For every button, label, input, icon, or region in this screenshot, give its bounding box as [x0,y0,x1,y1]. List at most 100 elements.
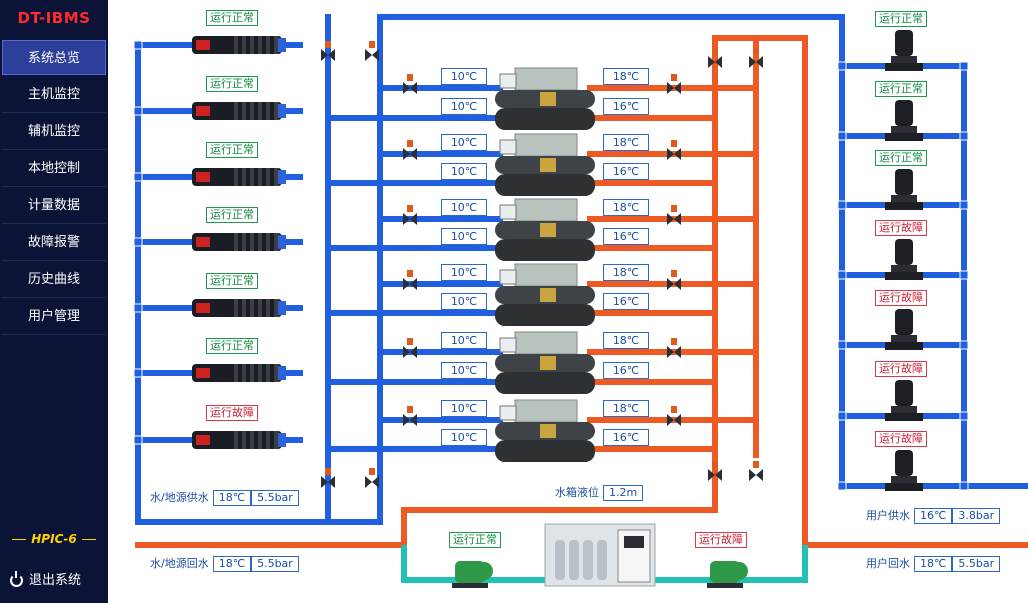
valve[interactable] [749,48,763,68]
chiller-outlet-temp-bottom: 16℃ [603,429,649,446]
valve[interactable] [403,338,417,358]
nav-history-curve[interactable]: 历史曲线 [2,262,106,298]
chiller-inlet-temp-bottom: 10℃ [441,98,487,115]
user-pump[interactable] [885,100,923,141]
chiller-outlet-temp-top: 18℃ [603,264,649,281]
source-return-label: 水/地源回水 [150,557,209,570]
tank-level-readout: 水箱液位 1.2m [555,485,644,501]
valve[interactable] [365,41,379,61]
chiller-inlet-temp-bottom: 10℃ [441,293,487,310]
nav-aux-monitor[interactable]: 辅机监控 [2,114,106,150]
user-return-readout: 用户回水 18℃ 5.5bar [866,556,1001,572]
user-pump-status: 运行正常 [875,11,927,27]
app-logo: DT-IBMS [17,9,91,27]
user-return-temp: 18℃ [914,556,953,572]
source-pump-status: 运行正常 [206,207,258,223]
valve[interactable] [749,461,763,481]
nav-local-control[interactable]: 本地控制 [2,151,106,187]
chiller-unit[interactable] [495,133,595,196]
source-pump-status: 运行正常 [206,338,258,354]
user-pump[interactable] [885,380,923,421]
tank-level-label: 水箱液位 [555,486,599,499]
chiller-outlet-temp-top: 18℃ [603,332,649,349]
source-supply-pressure: 5.5bar [251,490,299,506]
chiller-unit[interactable] [495,399,595,462]
valve[interactable] [403,140,417,160]
user-pump-status: 运行故障 [875,431,927,447]
chiller-outlet-temp-top: 18℃ [603,68,649,85]
valve[interactable] [667,406,681,426]
chiller-outlet-temp-bottom: 16℃ [603,163,649,180]
sidebar: DT-IBMS 系统总览 主机监控 辅机监控 本地控制 计量数据 故障报警 历史… [0,0,108,603]
chiller-outlet-temp-bottom: 16℃ [603,228,649,245]
valve[interactable] [667,205,681,225]
nav-metering-data[interactable]: 计量数据 [2,188,106,224]
chiller-outlet-temp-top: 18℃ [603,400,649,417]
chiller-unit[interactable] [495,331,595,394]
valve[interactable] [403,74,417,94]
source-pump-status: 运行故障 [206,405,258,421]
valve[interactable] [403,270,417,290]
chiller-inlet-temp-top: 10℃ [441,332,487,349]
user-pump-status: 运行故障 [875,290,927,306]
source-pump[interactable] [192,36,286,54]
valve[interactable] [365,468,379,488]
user-pump[interactable] [885,169,923,210]
source-pump[interactable] [192,168,286,186]
tank-level-value: 1.2m [603,485,644,501]
makeup-pump-right-status: 运行故障 [695,532,747,548]
source-return-pressure: 5.5bar [251,556,299,572]
water-tank-system[interactable] [544,523,656,587]
nav-fault-alarm[interactable]: 故障报警 [2,225,106,261]
source-pump-status: 运行正常 [206,10,258,26]
nav-host-monitor[interactable]: 主机监控 [2,77,106,113]
chiller-outlet-temp-bottom: 16℃ [603,362,649,379]
source-pump[interactable] [192,233,286,251]
makeup-pump-left-status: 运行正常 [449,532,501,548]
user-pump[interactable] [885,450,923,491]
chiller-inlet-temp-bottom: 10℃ [441,362,487,379]
makeup-pump[interactable] [452,561,493,588]
chiller-inlet-temp-bottom: 10℃ [441,429,487,446]
source-supply-temp: 18℃ [212,490,252,506]
chiller-inlet-temp-top: 10℃ [441,199,487,216]
user-supply-readout: 用户供水 16℃ 3.8bar [866,508,1001,524]
valve[interactable] [667,270,681,290]
user-supply-temp: 16℃ [914,508,953,524]
valve[interactable] [403,406,417,426]
valve[interactable] [667,140,681,160]
user-pump[interactable] [885,30,923,71]
user-pump[interactable] [885,309,923,350]
chiller-unit[interactable] [495,67,595,130]
chiller-unit[interactable] [495,198,595,261]
valve[interactable] [321,41,335,61]
chiller-inlet-temp-top: 10℃ [441,264,487,281]
nav-user-management[interactable]: 用户管理 [2,299,106,335]
source-supply-readout: 水/地源供水 18℃ 5.5bar [150,490,299,506]
valve[interactable] [667,338,681,358]
source-pump[interactable] [192,431,286,449]
chiller-outlet-temp-bottom: 16℃ [603,293,649,310]
user-pump-status: 运行故障 [875,220,927,236]
source-supply-label: 水/地源供水 [150,491,209,504]
source-pump[interactable] [192,299,286,317]
valve[interactable] [403,205,417,225]
valve[interactable] [321,468,335,488]
user-supply-label: 用户供水 [866,509,910,522]
chiller-outlet-temp-bottom: 16℃ [603,98,649,115]
makeup-pump[interactable] [707,561,748,588]
source-pump[interactable] [192,102,286,120]
logout-button[interactable]: 退出系统 [10,568,104,594]
user-pump[interactable] [885,239,923,280]
source-pump[interactable] [192,364,286,382]
source-pump-status: 运行正常 [206,273,258,289]
model-label: HPIC-6 [0,532,108,546]
valve[interactable] [708,461,722,481]
chiller-unit[interactable] [495,263,595,326]
user-pump-status: 运行正常 [875,150,927,166]
nav-system-overview[interactable]: 系统总览 [2,40,106,75]
valve[interactable] [667,74,681,94]
chiller-inlet-temp-top: 10℃ [441,68,487,85]
valve[interactable] [708,48,722,68]
